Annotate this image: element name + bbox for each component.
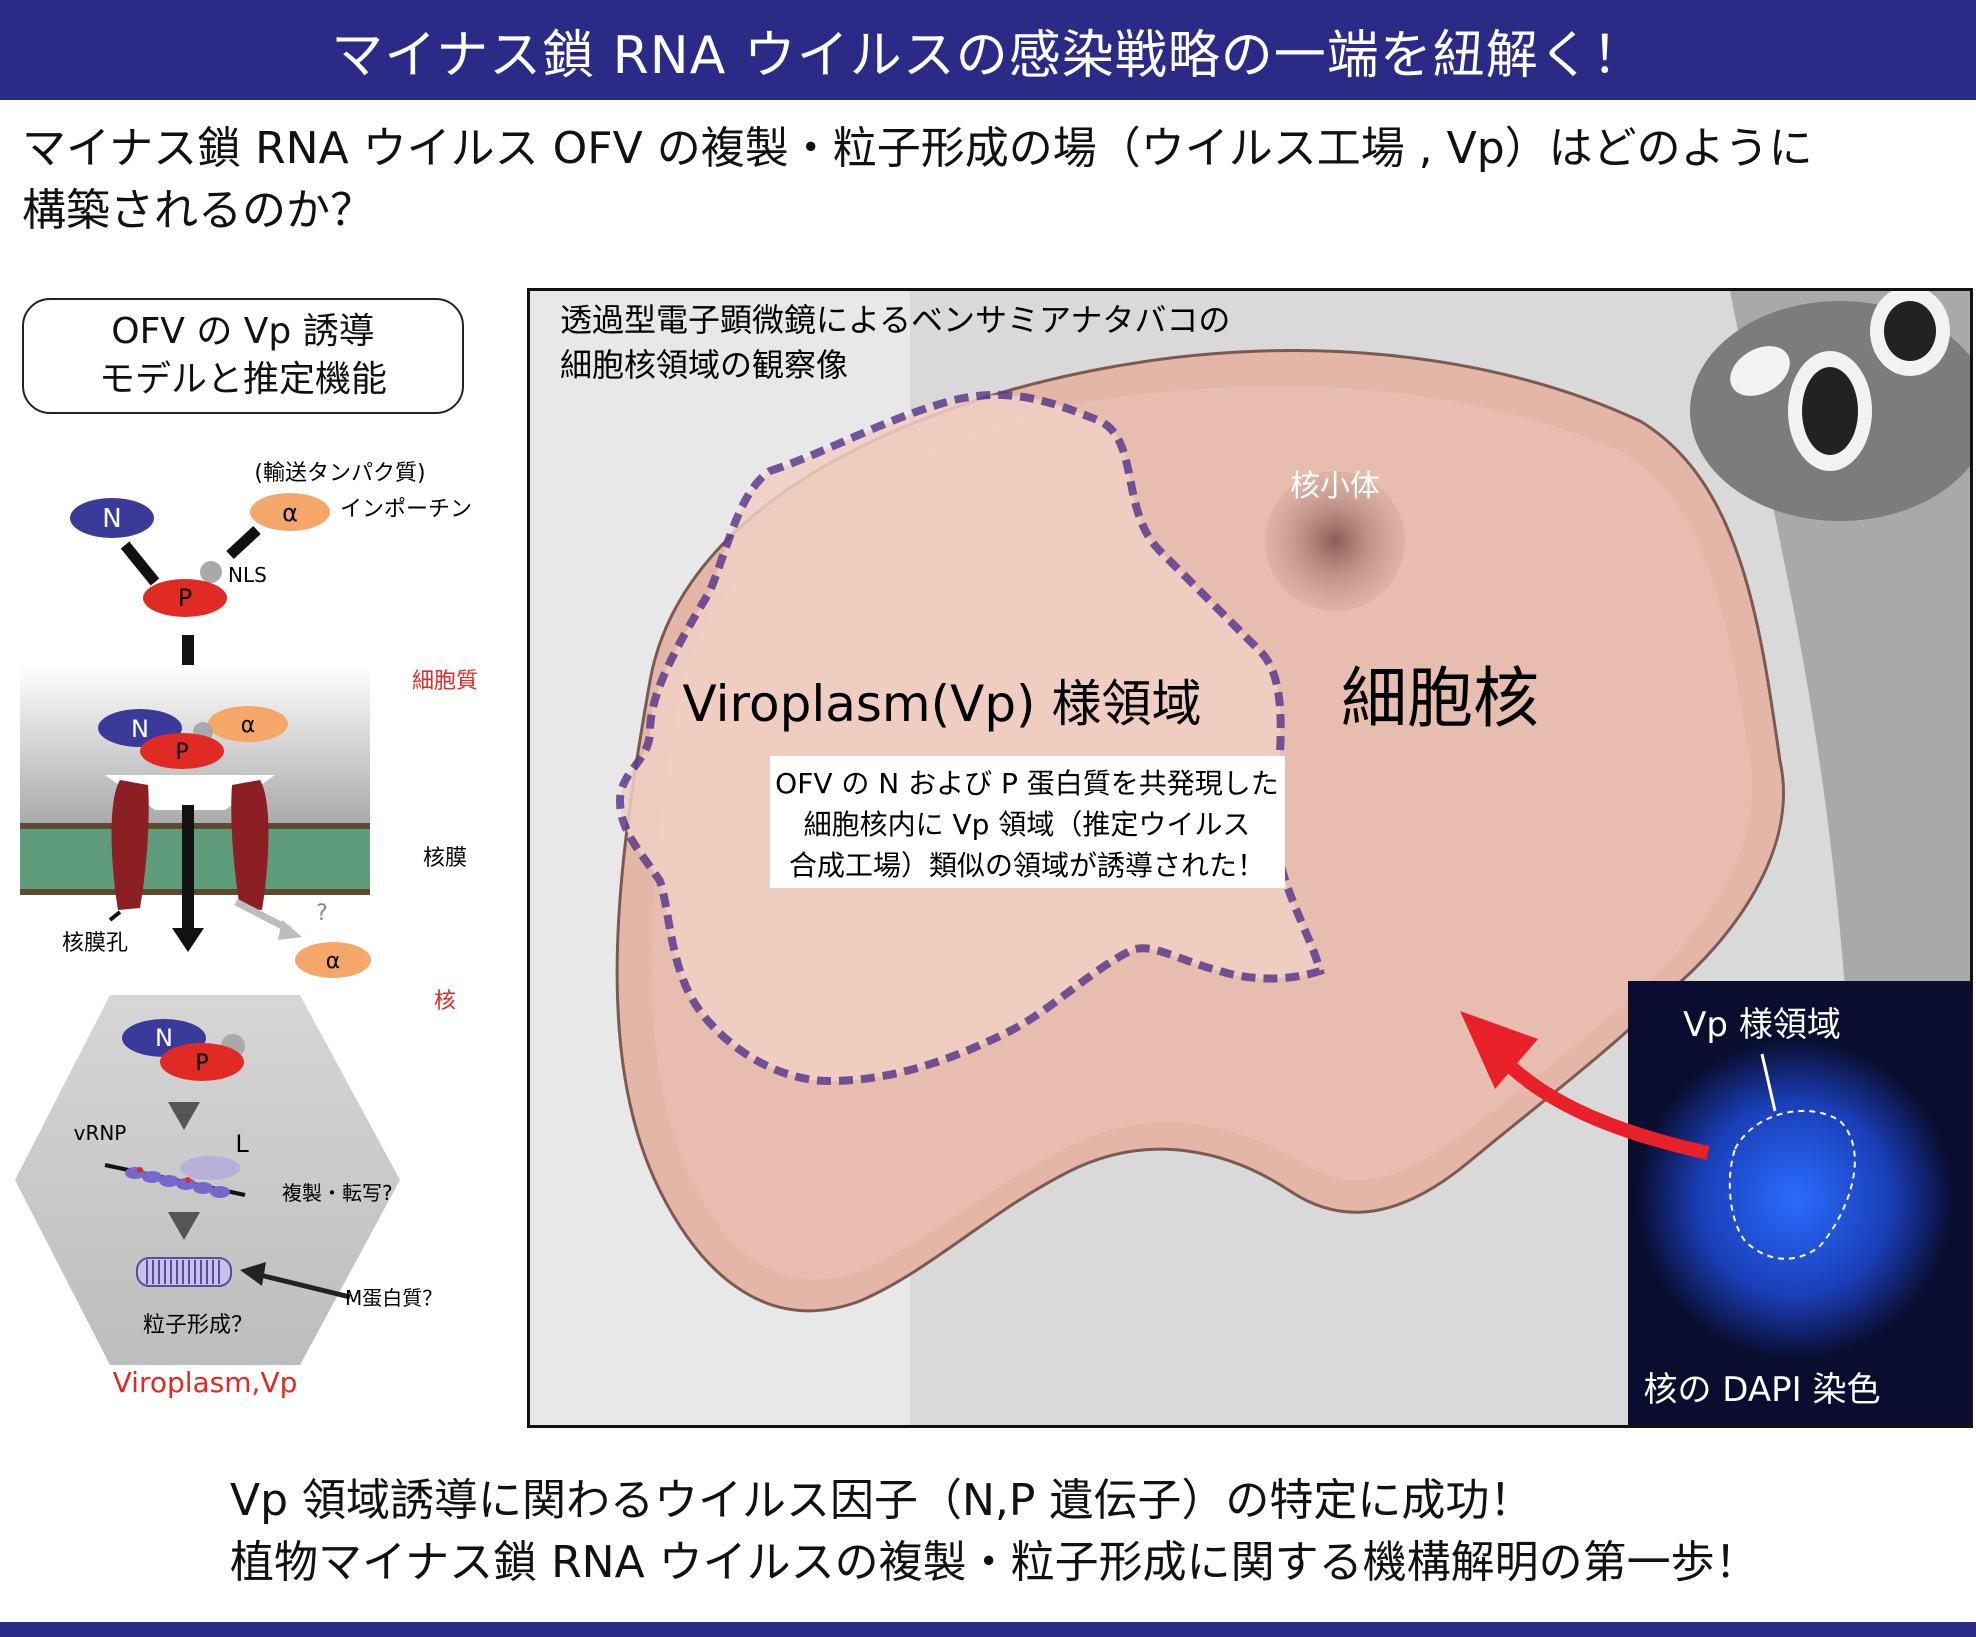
importin-alpha (250, 493, 330, 531)
result-note-line-1: OFV の N および P 蛋白質を共発現した (775, 767, 1279, 800)
page-title: マイナス鎖 RNA ウイルスの感染戦略の一端を紐解く！ (331, 25, 1645, 86)
pore-arrow-head (172, 928, 204, 952)
dapi-stained-nucleus (1637, 1039, 1953, 1359)
bottom-bar (0, 1622, 1976, 1637)
importin-alpha-label: α (282, 499, 298, 527)
nucleus-region-label: 細胞核 (1341, 660, 1539, 737)
nls-dot (200, 561, 222, 583)
p-protein-label: P (178, 584, 192, 612)
vrnp-label: vRNP (74, 1121, 127, 1145)
release-question-mark: ? (316, 901, 328, 926)
complex-p-protein (140, 733, 224, 769)
complex-n-label: N (131, 715, 149, 743)
released-alpha-label: α (326, 949, 341, 974)
question-line-1: マイナス鎖 RNA ウイルス OFV の複製・粒子形成の場（ウイルス工場 , V… (22, 123, 1813, 174)
micrograph-caption-line-2: 細胞核領域の観察像 (560, 346, 848, 384)
correspondence-arrow-head (1460, 1011, 1538, 1089)
electron-micrograph-panel: 核小体 Viroplasm(Vp) 様領域 細胞核 透過型電子顕微鏡によるベンサ… (527, 288, 1973, 1428)
membrane-inner-line (20, 889, 370, 895)
released-alpha (295, 942, 371, 978)
summary-line-1: Vp 領域誘導に関わるウイルス因子（N,P 遺伝子）の特定に成功！ (230, 1475, 1534, 1526)
importin-label: インポーチン (340, 497, 472, 522)
dapi-caption: 核の DAPI 染色 (1644, 1370, 1881, 1410)
viroplasm-label: Viroplasm,Vp (113, 1366, 298, 1399)
complex-p-label: P (175, 740, 188, 765)
vp-induction-model-diagram: (輸送タンパク質) インポーチン N α NLS P 細胞質 N α P 核膜 … (15, 461, 478, 1399)
n-p-linker (120, 541, 160, 586)
micrograph-image: 核小体 Viroplasm(Vp) 様領域 細胞核 透過型電子顕微鏡によるベンサ… (530, 291, 1970, 1425)
n-protein (70, 498, 154, 538)
result-note-line-2: 細胞核内に Vp 領域（推定ウイルス (804, 808, 1251, 841)
nucleolus (1265, 471, 1405, 611)
nuclear-membrane (20, 829, 370, 889)
nucleus-label: 核 (434, 989, 456, 1014)
m-protein-label: M蛋白質？ (345, 1286, 442, 1310)
model-title-box: OFV の Vp 誘導 モデルと推定機能 (22, 298, 464, 414)
micrograph-caption-line-1: 透過型電子顕微鏡によるベンサミアナタバコの (560, 301, 1230, 339)
nucleus-hexagon (15, 995, 400, 1365)
vp-region-label: Viroplasm(Vp) 様領域 (683, 675, 1202, 733)
cytoplasm-label: 細胞質 (412, 669, 478, 694)
p-protein (143, 579, 227, 617)
l-protein (180, 1156, 240, 1180)
m-protein-arrow-head (240, 1262, 266, 1286)
pore-label-tick (108, 910, 122, 922)
chloroplasts (1690, 291, 1970, 521)
model-title-line-1: OFV の Vp 誘導 (111, 311, 375, 352)
question-line-2: 構築されるのか？ (22, 185, 374, 236)
nuclear-pore-right (231, 780, 269, 910)
dapi-pointer-line (1760, 1053, 1777, 1112)
title-banner: マイナス鎖 RNA ウイルスの感染戦略の一端を紐解く！ (0, 0, 1976, 100)
complex-alpha-label: α (241, 713, 256, 738)
p-alpha-linker (226, 525, 261, 560)
nucleus-n-label: N (155, 1024, 173, 1052)
correspondence-arrow-shaft (1489, 1046, 1710, 1160)
result-note-line-3: 合成工場）類似の領域が誘導された！ (789, 849, 1265, 882)
nuclear-pore-left (111, 780, 149, 910)
nuclear-membrane-label: 核膜 (423, 846, 467, 871)
nuclear-pore-label: 核膜孔 (62, 931, 128, 956)
particle-formation-label: 粒子形成？ (143, 1313, 253, 1338)
nucleus-p-protein (160, 1043, 244, 1081)
membrane-outer-line (20, 823, 370, 829)
step-arrow-2 (168, 1212, 200, 1240)
l-protein-label: L (235, 1130, 249, 1158)
vrnp-complex (125, 1167, 230, 1198)
summary-line-2: 植物マイナス鎖 RNA ウイルスの複製・粒子形成に関する機構解明の第一歩！ (230, 1537, 1759, 1588)
release-arrow-head (278, 920, 302, 940)
dapi-vp-label: Vp 様領域 (1683, 1005, 1841, 1045)
dapi-vp-outline (1728, 1109, 1856, 1260)
step-arrow-1 (168, 1102, 200, 1130)
m-protein-arrow-shaft (259, 1272, 351, 1300)
nucleolus-label: 核小体 (1290, 469, 1380, 504)
vp-like-region-outline (615, 390, 1325, 1086)
nucleus-p-label: P (195, 1051, 208, 1076)
replication-label: 複製・転写? (282, 1181, 393, 1205)
complex-alpha (208, 706, 288, 742)
n-protein-label: N (102, 504, 121, 534)
virion-particle (136, 1257, 232, 1287)
question-text: マイナス鎖 RNA ウイルス OFV の複製・粒子形成の場（ウイルス工場 , V… (22, 118, 1962, 242)
summary-text: Vp 領域誘導に関わるウイルス因子（N,P 遺伝子）の特定に成功！ 植物マイナス… (230, 1470, 1930, 1594)
transport-protein-label: (輸送タンパク質) (254, 461, 425, 486)
result-note-box (770, 756, 1285, 888)
nls-label: NLS (228, 563, 267, 587)
model-title-line-2: モデルと推定機能 (98, 359, 387, 400)
